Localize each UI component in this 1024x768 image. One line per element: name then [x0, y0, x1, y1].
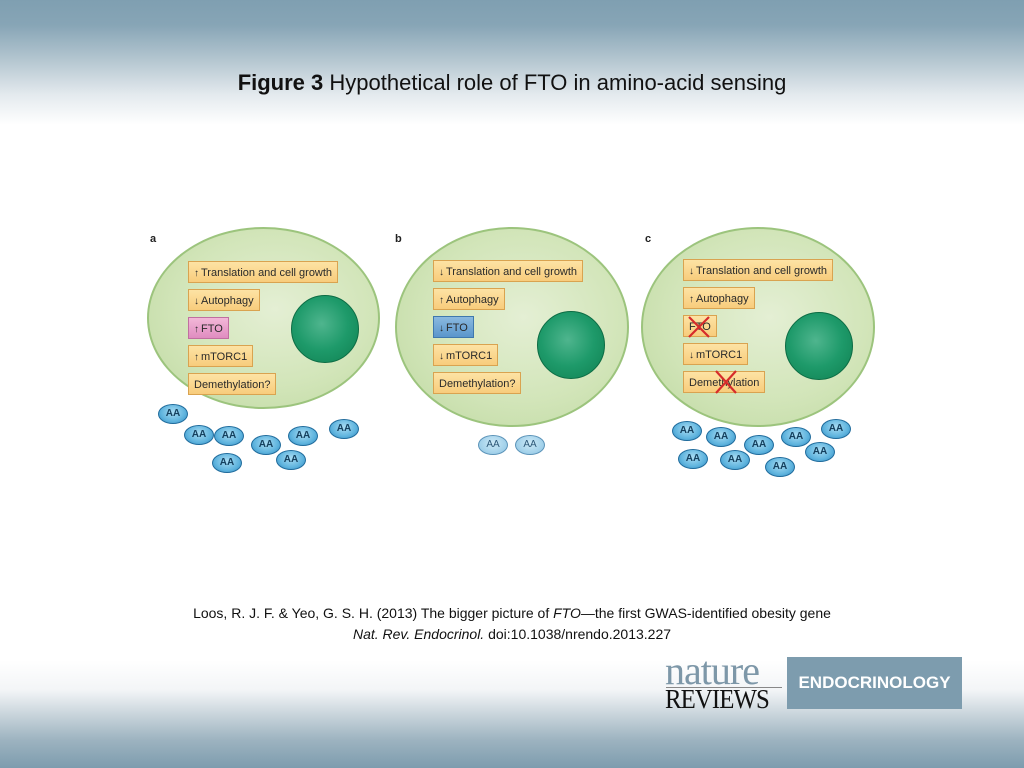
figure-caption: Hypothetical role of FTO in amino-acid s… — [329, 70, 787, 95]
box-fto: ↓FTO — [433, 316, 474, 338]
logo-reviews: REVIEWS — [665, 684, 770, 714]
figure-label: Figure 3 — [237, 70, 324, 95]
logo-nature: nature — [665, 648, 760, 693]
box-translation: ↑Translation and cell growth — [188, 261, 339, 283]
amino-acid: AA — [821, 419, 851, 439]
amino-acid: AA — [515, 435, 545, 455]
citation-line-1: Loos, R. J. F. & Yeo, G. S. H. (2013) Th… — [193, 605, 831, 621]
nucleus — [785, 312, 853, 380]
amino-acid: AA — [288, 426, 318, 446]
down-arrow-icon: ↓ — [439, 351, 444, 362]
figure-title: Figure 3 Hypothetical role of FTO in ami… — [0, 70, 1024, 96]
amino-acid: AA — [706, 427, 736, 447]
amino-acid: AA — [781, 427, 811, 447]
panel-letter: b — [395, 233, 402, 245]
box-mtorc1: ↓mTORC1 — [433, 344, 499, 366]
box-mtorc1: ↓mTORC1 — [683, 343, 749, 365]
amino-acid: AA — [765, 457, 795, 477]
box-autophagy: ↑Autophagy — [683, 287, 755, 309]
amino-acid: AA — [184, 425, 214, 445]
box-translation: ↓Translation and cell growth — [433, 260, 584, 282]
up-arrow-icon: ↑ — [194, 324, 199, 335]
up-arrow-icon: ↑ — [439, 295, 444, 306]
panel-letter: a — [150, 233, 157, 245]
up-arrow-icon: ↑ — [194, 352, 199, 363]
amino-acid: AA — [744, 435, 774, 455]
amino-acid: AA — [276, 450, 306, 470]
amino-acid: AA — [158, 404, 188, 424]
amino-acid: AA — [251, 435, 281, 455]
box-mtorc1: ↑mTORC1 — [188, 345, 254, 367]
nucleus — [291, 295, 359, 363]
amino-acid: AA — [720, 450, 750, 470]
journal-logo: nature REVIEWS ENDOCRINOLOGY — [665, 651, 962, 714]
amino-acid: AA — [212, 453, 242, 473]
amino-acid: AA — [329, 419, 359, 439]
logo-journal-name: ENDOCRINOLOGY — [787, 657, 962, 709]
down-arrow-icon: ↓ — [194, 296, 199, 307]
down-arrow-icon: ↓ — [439, 267, 444, 278]
amino-acid: AA — [805, 442, 835, 462]
box-fto-crossed: FTO — [683, 315, 717, 337]
box-fto: ↑FTO — [188, 317, 229, 339]
up-arrow-icon: ↑ — [689, 294, 694, 305]
citation-line-2: Nat. Rev. Endocrinol. doi:10.1038/nrendo… — [352, 626, 672, 642]
box-demethylation-crossed: Demethylation — [683, 371, 766, 393]
amino-acid: AA — [672, 421, 702, 441]
amino-acid: AA — [478, 435, 508, 455]
amino-acid: AA — [214, 426, 244, 446]
box-demethylation: Demethylation? — [188, 373, 277, 395]
down-arrow-icon: ↓ — [689, 350, 694, 361]
down-arrow-icon: ↓ — [439, 323, 444, 334]
box-translation: ↓Translation and cell growth — [683, 259, 834, 281]
up-arrow-icon: ↑ — [194, 268, 199, 279]
box-demethylation: Demethylation? — [433, 372, 522, 394]
panel-letter: c — [645, 233, 652, 245]
down-arrow-icon: ↓ — [689, 266, 694, 277]
amino-acid: AA — [678, 449, 708, 469]
box-autophagy: ↓Autophagy — [188, 289, 260, 311]
logo-divider — [666, 687, 782, 688]
nucleus — [537, 311, 605, 379]
box-autophagy: ↑Autophagy — [433, 288, 505, 310]
